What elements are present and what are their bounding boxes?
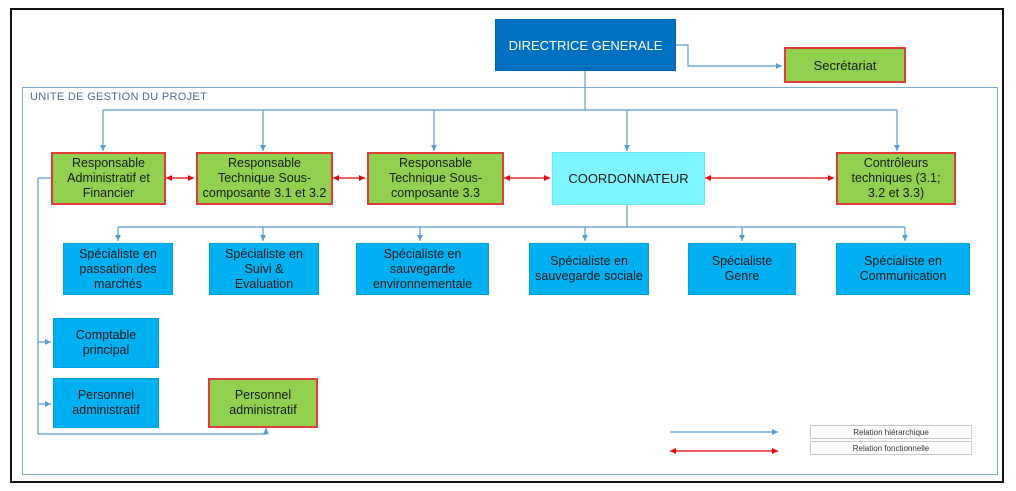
node-controleurs-techniques: Contrôleurs techniques (3.1; 3.2 et 3.3) bbox=[836, 152, 956, 205]
node-specialiste-environnement: Spécialiste en sauvegarde environnementa… bbox=[356, 243, 489, 295]
legend-fonctionnelle: Relation fonctionnelle bbox=[810, 441, 972, 455]
node-personnel-administratif-1: Personnel administratif bbox=[53, 378, 159, 428]
legend-hierarchique: Relation hiérarchique bbox=[810, 425, 972, 439]
node-specialiste-passation: Spécialiste en passation des marchés bbox=[63, 243, 173, 295]
node-directrice-generale: DIRECTRICE GENERALE bbox=[495, 19, 676, 71]
diagram-frame bbox=[10, 8, 1004, 483]
node-comptable-principal: Comptable principal bbox=[53, 318, 159, 368]
node-specialiste-sociale: Spécialiste en sauvegarde sociale bbox=[529, 243, 649, 295]
node-specialiste-genre: Spécialiste Genre bbox=[688, 243, 796, 295]
node-responsable-admin-financier: Responsable Administratif et Financier bbox=[51, 152, 166, 205]
link-dg-secretariat bbox=[676, 44, 782, 69]
node-coordonnateur: COORDONNATEUR bbox=[552, 152, 705, 205]
unit-boundary bbox=[22, 87, 998, 475]
node-secretariat: Secrétariat bbox=[784, 47, 906, 83]
node-personnel-administratif-2: Personnel administratif bbox=[208, 378, 318, 428]
node-responsable-technique-33: Responsable Technique Sous-composante 3.… bbox=[367, 152, 504, 205]
node-specialiste-communication: Spécialiste en Communication bbox=[836, 243, 970, 295]
unit-label: UNITE DE GESTION DU PROJET bbox=[30, 91, 208, 103]
node-responsable-technique-31-32: Responsable Technique Sous-composante 3.… bbox=[196, 152, 333, 205]
link-personnel2 bbox=[38, 428, 269, 435]
node-specialiste-suivi-evaluation: Spécialiste en Suivi & Evaluation bbox=[209, 243, 319, 295]
